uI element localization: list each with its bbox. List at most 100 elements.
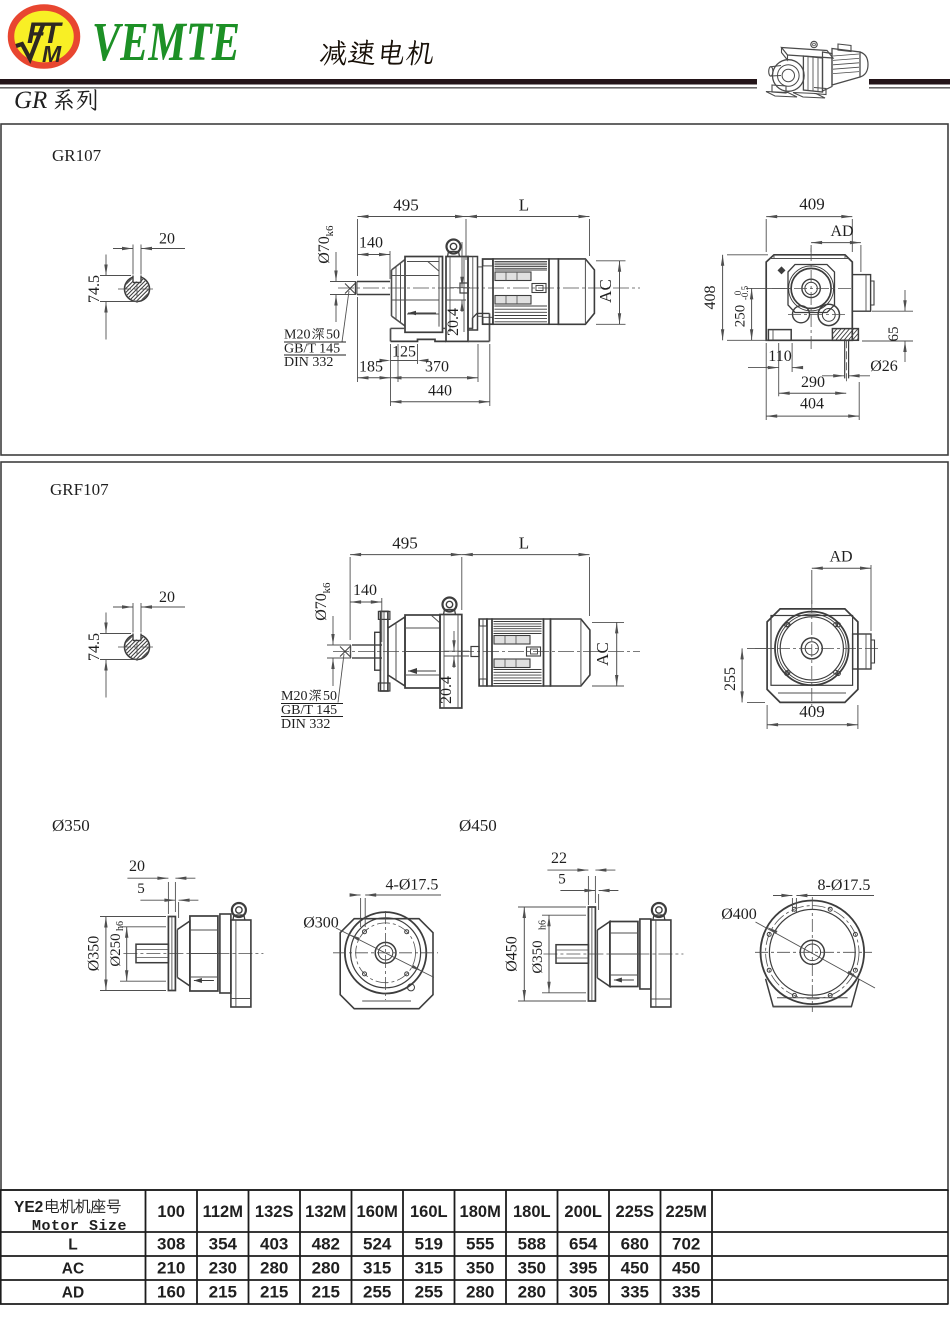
svg-text:255: 255 xyxy=(722,667,739,691)
svg-text:AD: AD xyxy=(830,223,853,240)
svg-text:395: 395 xyxy=(569,1259,597,1278)
svg-text:180L: 180L xyxy=(513,1203,551,1221)
svg-text:440: 440 xyxy=(428,383,452,400)
svg-text:370: 370 xyxy=(425,359,449,376)
svg-text:Ø26: Ø26 xyxy=(870,358,898,375)
svg-text:20.4: 20.4 xyxy=(445,308,462,336)
svg-text:160: 160 xyxy=(157,1283,185,1302)
svg-text:20: 20 xyxy=(159,589,175,606)
svg-text:255: 255 xyxy=(363,1283,391,1302)
svg-text:DIN 332: DIN 332 xyxy=(281,717,330,732)
svg-text:-0.5: -0.5 xyxy=(740,285,750,300)
svg-text:Ø250: Ø250 xyxy=(108,933,124,966)
svg-text:250: 250 xyxy=(733,305,749,328)
svg-text:215: 215 xyxy=(209,1283,237,1302)
svg-text:AD: AD xyxy=(829,549,852,566)
svg-text:8-Ø17.5: 8-Ø17.5 xyxy=(818,877,871,894)
svg-text:495: 495 xyxy=(393,196,419,215)
svg-text:5: 5 xyxy=(558,872,566,888)
svg-text:GB/T 145: GB/T 145 xyxy=(281,703,337,718)
svg-text:L: L xyxy=(68,1237,77,1254)
svg-text:Ø350: Ø350 xyxy=(530,940,546,973)
svg-text:h6: h6 xyxy=(538,920,549,930)
svg-text:GR107: GR107 xyxy=(52,146,102,165)
svg-text:335: 335 xyxy=(621,1283,649,1302)
svg-text:280: 280 xyxy=(260,1259,288,1278)
svg-text:20: 20 xyxy=(129,858,145,875)
svg-text:702: 702 xyxy=(672,1235,700,1254)
svg-text:74.5: 74.5 xyxy=(86,275,103,303)
svg-text:Motor Size: Motor Size xyxy=(32,1218,127,1235)
svg-text:VEMTE: VEMTE xyxy=(92,11,240,72)
svg-text:160L: 160L xyxy=(410,1203,448,1221)
svg-text:Ø400: Ø400 xyxy=(721,906,757,923)
svg-text:65: 65 xyxy=(886,327,902,342)
svg-text:k6: k6 xyxy=(324,225,336,237)
svg-text:AC: AC xyxy=(593,642,612,666)
svg-text:Ø350: Ø350 xyxy=(52,816,90,835)
svg-text:290: 290 xyxy=(801,374,825,391)
svg-text:132M: 132M xyxy=(305,1203,346,1221)
svg-text:50: 50 xyxy=(326,328,340,343)
svg-text:5: 5 xyxy=(137,881,145,897)
svg-text:100: 100 xyxy=(157,1203,185,1221)
svg-text:180M: 180M xyxy=(460,1203,501,1221)
svg-text:AC: AC xyxy=(62,1261,84,1278)
svg-text:404: 404 xyxy=(800,396,824,413)
svg-text:225M: 225M xyxy=(666,1203,707,1221)
svg-text:280: 280 xyxy=(518,1283,546,1302)
svg-text:519: 519 xyxy=(415,1235,443,1254)
svg-text:k6: k6 xyxy=(321,582,333,594)
svg-text:112M: 112M xyxy=(203,1203,243,1221)
svg-text:350: 350 xyxy=(466,1259,494,1278)
svg-text:354: 354 xyxy=(209,1235,238,1254)
svg-text:Ø350: Ø350 xyxy=(86,936,103,972)
svg-text:M20: M20 xyxy=(281,689,307,704)
svg-text:125: 125 xyxy=(392,344,416,361)
svg-text:335: 335 xyxy=(672,1283,700,1302)
svg-text:654: 654 xyxy=(569,1235,598,1254)
svg-text:230: 230 xyxy=(209,1259,237,1278)
svg-text:M20: M20 xyxy=(284,328,310,343)
svg-text:GR: GR xyxy=(14,87,47,114)
svg-text:50: 50 xyxy=(323,689,337,704)
svg-text:M: M xyxy=(42,41,62,67)
svg-text:20.4: 20.4 xyxy=(438,676,455,704)
svg-text:Ø70: Ø70 xyxy=(316,236,333,264)
svg-text:280: 280 xyxy=(466,1283,494,1302)
svg-text:Ø70: Ø70 xyxy=(313,593,330,621)
svg-text:210: 210 xyxy=(157,1259,185,1278)
svg-text:215: 215 xyxy=(260,1283,288,1302)
svg-text:280: 280 xyxy=(312,1259,340,1278)
svg-text:215: 215 xyxy=(312,1283,340,1302)
svg-text:74.5: 74.5 xyxy=(86,633,103,661)
svg-text:20: 20 xyxy=(159,231,175,248)
svg-text:L: L xyxy=(519,196,529,215)
svg-text:110: 110 xyxy=(768,348,791,365)
svg-text:Ø450: Ø450 xyxy=(459,816,497,835)
svg-text:450: 450 xyxy=(621,1259,649,1278)
svg-text:588: 588 xyxy=(518,1235,546,1254)
svg-text:450: 450 xyxy=(672,1259,700,1278)
svg-text:315: 315 xyxy=(363,1259,391,1278)
svg-text:0: 0 xyxy=(733,290,743,295)
svg-text:140: 140 xyxy=(359,235,383,252)
svg-text:GRF107: GRF107 xyxy=(50,480,109,499)
svg-text:YE2: YE2 xyxy=(14,1199,43,1216)
svg-text:409: 409 xyxy=(799,195,825,214)
svg-text:185: 185 xyxy=(359,359,383,376)
svg-text:524: 524 xyxy=(363,1235,392,1254)
svg-text:160M: 160M xyxy=(357,1203,398,1221)
svg-text:482: 482 xyxy=(312,1235,340,1254)
svg-text:L: L xyxy=(519,534,529,553)
svg-text:200L: 200L xyxy=(564,1203,602,1221)
svg-text:AD: AD xyxy=(62,1285,84,1302)
svg-text:403: 403 xyxy=(260,1235,288,1254)
svg-text:DIN 332: DIN 332 xyxy=(284,355,333,370)
svg-text:315: 315 xyxy=(415,1259,443,1278)
svg-text:495: 495 xyxy=(392,534,418,553)
svg-text:22: 22 xyxy=(551,850,567,867)
svg-text:h6: h6 xyxy=(115,921,126,931)
svg-text:555: 555 xyxy=(466,1235,494,1254)
svg-text:AC: AC xyxy=(596,279,615,303)
